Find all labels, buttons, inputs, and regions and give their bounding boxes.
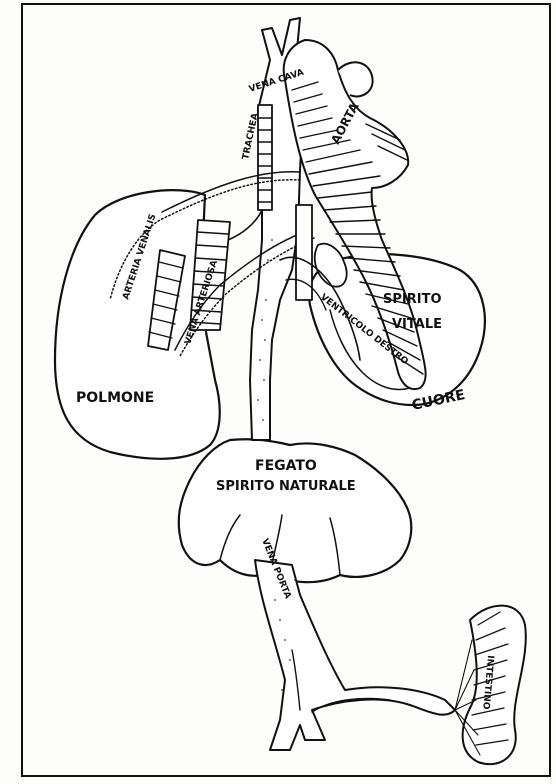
label-spirito: SPIRITO — [383, 292, 442, 307]
label-polmone: POLMONE — [76, 390, 154, 406]
label-vitale: VITALE — [392, 317, 442, 332]
label-spirito-naturale: SPIRITO NATURALE — [216, 479, 356, 494]
label-fegato: FEGATO — [255, 458, 317, 474]
